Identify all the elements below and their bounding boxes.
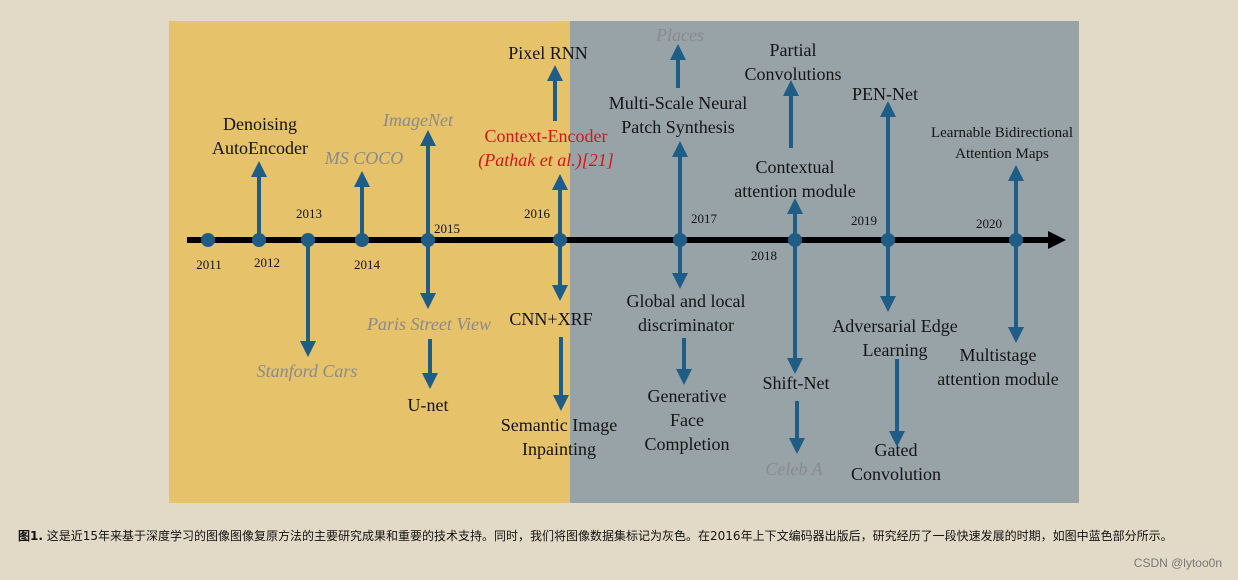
year-dot-2017 (673, 233, 687, 247)
method-u-net: U-net (407, 395, 449, 415)
rapid-development-region (570, 21, 1079, 503)
dataset-paris-street-view: Paris Street View (367, 314, 491, 334)
year-2017: 2017 (691, 211, 717, 226)
watermark: CSDN @lytoo0n (1133, 556, 1222, 570)
year-2016: 2016 (524, 206, 550, 221)
caption-text: 这是近15年来基于深度学习的图像图像复原方法的主要研究成果和重要的技术支持。同时… (46, 529, 1173, 543)
year-dot-2015 (421, 233, 435, 247)
method-pen-net: PEN-Net (852, 84, 918, 104)
year-dot-2018 (788, 233, 802, 247)
timeline-graphics (169, 21, 1079, 503)
year-2013: 2013 (296, 206, 322, 221)
year-dot-2014 (355, 233, 369, 247)
dataset-stanford-cars: Stanford Cars (256, 361, 358, 381)
method-pixel-rnn: Pixel RNN (508, 43, 588, 63)
caption-figure-label: 图1. (18, 529, 43, 543)
figure-caption: 图1. 这是近15年来基于深度学习的图像图像复原方法的主要研究成果和重要的技术支… (18, 528, 1228, 544)
year-dot-2016 (553, 233, 567, 247)
year-markers (201, 233, 1023, 247)
year-2020: 2020 (976, 216, 1002, 231)
method-cnn-xrf: CNN+XRF (509, 309, 593, 329)
dataset-places: Places (656, 25, 704, 45)
early-era-region (169, 21, 570, 503)
year-dot-2020 (1009, 233, 1023, 247)
year-2019: 2019 (851, 213, 877, 228)
year-2018: 2018 (751, 248, 777, 263)
year-2014: 2014 (354, 257, 380, 272)
dataset-ms-coco: MS COCO (324, 148, 404, 168)
year-dot-2011 (201, 233, 215, 247)
year-dot-2013 (301, 233, 315, 247)
year-2011: 2011 (196, 257, 222, 272)
dataset-imagenet: ImageNet (383, 110, 453, 130)
event-arrows (251, 44, 1024, 454)
dataset-celeb-a: Celeb A (765, 459, 823, 479)
year-dot-2012 (252, 233, 266, 247)
method-shift-net: Shift-Net (762, 373, 830, 393)
year-dot-2019 (881, 233, 895, 247)
inpainting-timeline-figure: 2011 2012 2013 2014 2015 2016 2017 2018 … (169, 21, 1079, 503)
method-context-encoder: Context-Encoder (Pathak et al.)[21] (478, 126, 614, 170)
year-2015: 2015 (434, 221, 460, 236)
year-2012: 2012 (254, 255, 280, 270)
